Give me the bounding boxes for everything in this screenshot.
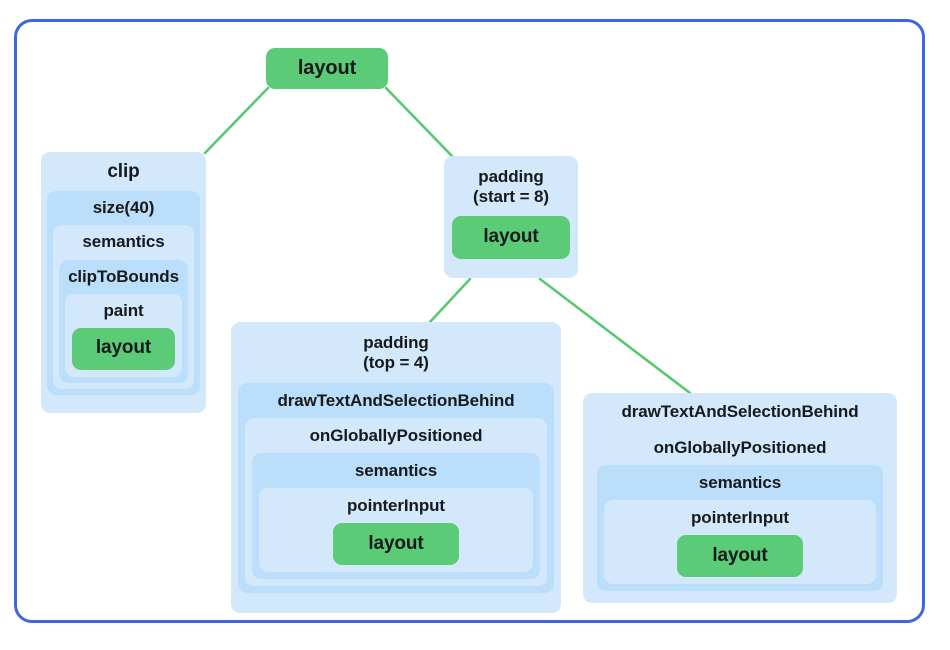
right-pointer-input-label: pointerInput	[691, 508, 789, 528]
node-right-semantics[interactable]: semantics pointerInput layout	[597, 465, 883, 592]
node-mid-semantics[interactable]: semantics pointerInput layout	[252, 453, 540, 580]
node-right-draw-text[interactable]: drawTextAndSelectionBehind onGloballyPos…	[583, 393, 897, 603]
paint-label: paint	[103, 300, 144, 320]
root-layout-label: layout	[297, 56, 357, 79]
padding-top-label-line2: (top = 4)	[363, 353, 429, 373]
node-right-pointer-input[interactable]: pointerInput layout	[604, 500, 876, 585]
node-right-leaf-layout[interactable]: layout	[677, 535, 803, 578]
size-label: size(40)	[92, 198, 155, 218]
semantics-label: semantics	[82, 232, 165, 252]
mid-leaf-layout-label: layout	[368, 533, 424, 555]
node-semantics[interactable]: semantics clipToBounds paint layout	[53, 225, 194, 389]
node-clip[interactable]: clip size(40) semantics clipToBounds pai…	[41, 152, 206, 413]
padding-start-label-line2: (start = 8)	[473, 187, 549, 207]
padding-start-label-line1: padding	[478, 167, 544, 186]
node-mid-leaf-layout[interactable]: layout	[333, 523, 459, 566]
node-padding-start[interactable]: padding (start = 8) layout	[444, 156, 578, 278]
right-draw-text-label: drawTextAndSelectionBehind	[621, 402, 859, 421]
node-root-layout[interactable]: layout	[266, 48, 388, 89]
mid-semantics-label: semantics	[354, 461, 438, 481]
node-mid-on-globally-positioned[interactable]: onGloballyPositioned semantics pointerIn…	[245, 418, 547, 587]
node-paint[interactable]: paint layout	[65, 293, 182, 377]
padding-start-leaf-layout-label: layout	[483, 226, 539, 248]
right-on-globally-positioned-label: onGloballyPositioned	[653, 438, 827, 458]
mid-on-globally-positioned-label: onGloballyPositioned	[309, 426, 483, 446]
right-leaf-layout-label: layout	[712, 544, 768, 566]
node-padding-start-leaf-layout[interactable]: layout	[452, 216, 570, 260]
clip-label: clip	[107, 161, 140, 182]
padding-top-label-line1: padding	[363, 333, 429, 352]
clip-leaf-layout-label: layout	[95, 337, 152, 359]
node-clip-to-bounds[interactable]: clipToBounds paint layout	[59, 259, 188, 383]
node-padding-top[interactable]: padding (top = 4) drawTextAndSelectionBe…	[231, 322, 561, 613]
clip-to-bounds-label: clipToBounds	[68, 266, 179, 286]
node-size[interactable]: size(40) semantics clipToBounds paint la…	[47, 191, 200, 395]
node-right-on-globally-positioned[interactable]: onGloballyPositioned semantics pointerIn…	[590, 430, 890, 599]
node-mid-draw-text[interactable]: drawTextAndSelectionBehind onGloballyPos…	[238, 383, 554, 594]
mid-draw-text-label: drawTextAndSelectionBehind	[277, 391, 515, 411]
right-semantics-label: semantics	[698, 473, 782, 493]
mid-pointer-input-label: pointerInput	[347, 496, 445, 516]
node-mid-pointer-input[interactable]: pointerInput layout	[259, 488, 533, 573]
node-clip-leaf-layout[interactable]: layout	[72, 327, 175, 370]
